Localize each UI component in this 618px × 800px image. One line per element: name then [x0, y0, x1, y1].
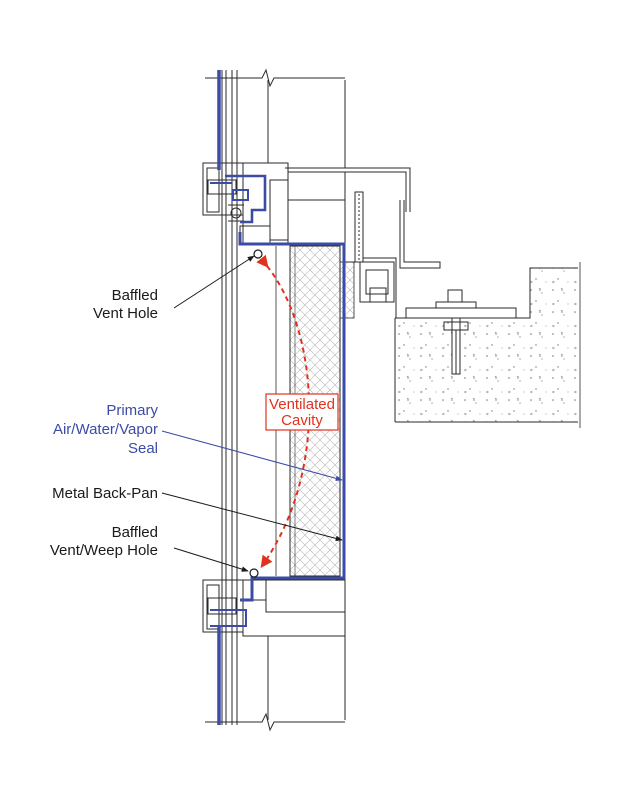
label-metal-back-pan: Metal Back-Pan [52, 485, 158, 502]
label-primary-seal-3: Seal [128, 440, 158, 457]
leader-primary-seal [161, 430, 343, 482]
ventilated-cavity-box [265, 393, 339, 431]
label-baffled-vent-hole-2: Vent Hole [93, 305, 158, 322]
ventilated-cavity-label-1: Ventilated [269, 396, 335, 413]
mullion-linework [205, 68, 346, 732]
label-primary-seal-2: Air/Water/Vapor [53, 421, 158, 438]
label-baffled-vent-hole-1: Baffled [112, 287, 158, 304]
label-baffled-vent-weep-hole-2: Vent/Weep Hole [50, 542, 158, 559]
concrete-slab [394, 262, 581, 428]
leader-baffled-vent-hole [173, 255, 255, 309]
lower-transom [202, 579, 346, 637]
ventilated-cavity-label-2: Cavity [281, 412, 323, 429]
upper-transom [202, 162, 345, 244]
anchor-bolt [405, 289, 517, 375]
leader-baffled-vent-weep-hole [173, 547, 249, 572]
upper-vent-hole [253, 249, 263, 259]
leader-metal-back-pan [161, 492, 343, 542]
lower-vent-weep-hole [249, 568, 259, 578]
label-baffled-vent-weep-hole-1: Baffled [112, 524, 158, 541]
label-primary-seal-1: Primary [106, 402, 158, 419]
primary-seal-linework [210, 70, 346, 725]
support-bracket [285, 167, 441, 318]
